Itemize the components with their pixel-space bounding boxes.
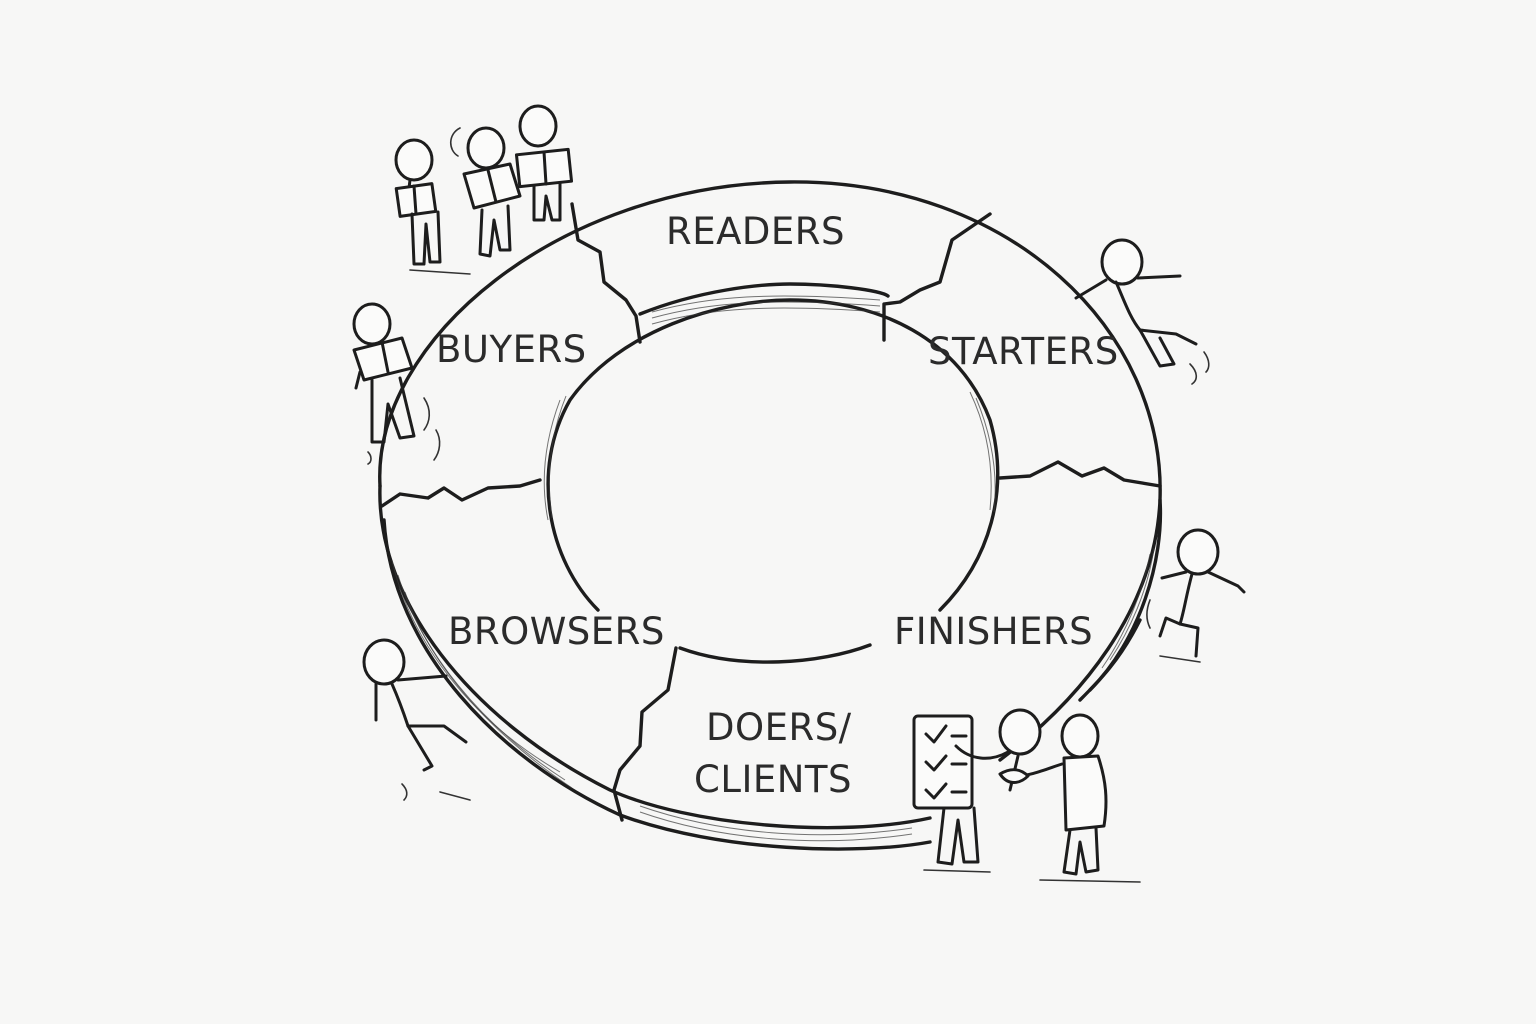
slipping-person-icon: [362, 638, 471, 801]
ring-inner-bottom: [678, 643, 872, 664]
falling-person-icon: [1074, 238, 1210, 385]
crack-starters-finishers: [998, 460, 1162, 488]
label-buyers: BUYERS: [436, 328, 587, 371]
crack-readers-starters: [882, 212, 992, 342]
segment-cracks: [380, 202, 1162, 822]
jumping-person-icon: [1146, 528, 1246, 663]
ring-outer-bottom: [378, 484, 932, 830]
ring-inner-edge: [546, 298, 1000, 612]
label-browsers: BROWSERS: [448, 610, 665, 653]
label-finishers: FINISHERS: [894, 610, 1093, 653]
ring-outer-bottom-lower: [382, 518, 932, 851]
reader-icon: [352, 302, 441, 465]
crack-finishers-doers: [612, 646, 678, 822]
label-clients: CLIENTS: [694, 758, 852, 801]
ring-right-lower: [1078, 618, 1142, 702]
reader-group-icon: [394, 104, 574, 275]
label-doers: DOERS/: [706, 706, 852, 749]
crack-buyers-readers: [570, 202, 642, 344]
handshake-icon: [923, 708, 1141, 883]
ring-outer-edge: [378, 180, 1162, 762]
inner-hatching: [543, 295, 996, 521]
crack-browsers-buyers: [380, 478, 542, 508]
ring-edge-hatching: [391, 547, 1155, 842]
ring-inner-top-band: [638, 282, 890, 316]
checklist-icon: [912, 714, 980, 866]
label-starters: STARTERS: [928, 330, 1119, 373]
ring: [378, 180, 1163, 851]
segment-labels: READERS STARTERS FINISHERS DOERS/ CLIENT…: [436, 210, 1119, 801]
label-readers: READERS: [666, 210, 845, 253]
